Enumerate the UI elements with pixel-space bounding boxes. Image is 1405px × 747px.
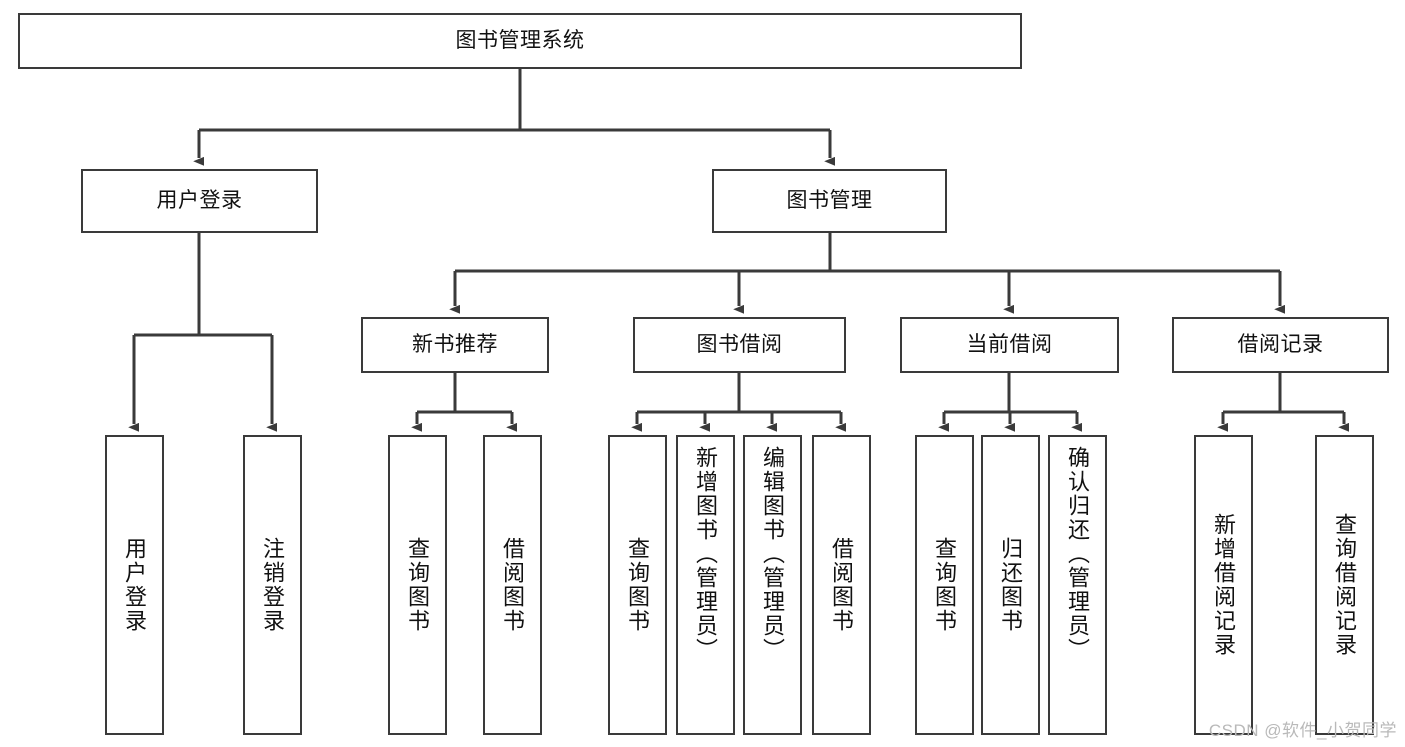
node-current-borrow[interactable]: 当前借阅 xyxy=(900,317,1119,373)
node-label: 查询图书 xyxy=(932,537,958,633)
node-label: 图书管理 xyxy=(786,189,873,213)
node-label: 确认归还（管理员） xyxy=(1065,446,1091,662)
leaf-add-borrow-record[interactable]: 新增借阅记录 xyxy=(1194,435,1253,735)
leaf-borrow-books[interactable]: 借阅图书 xyxy=(812,435,871,735)
node-label: 注销登录 xyxy=(260,537,286,633)
node-user-login[interactable]: 用户登录 xyxy=(81,169,318,233)
node-label: 编辑图书（管理员） xyxy=(760,446,786,662)
node-label: 借阅图书 xyxy=(500,537,526,633)
node-label: 用户登录 xyxy=(122,537,148,633)
leaf-query-books-borrow[interactable]: 查询图书 xyxy=(608,435,667,735)
leaf-query-books-recommend[interactable]: 查询图书 xyxy=(388,435,447,735)
csdn-watermark: CSDN @软件_小贺同学 xyxy=(1208,721,1397,740)
node-new-book-recommend[interactable]: 新书推荐 xyxy=(361,317,549,373)
node-label: 当前借阅 xyxy=(966,333,1053,357)
node-borrow-records[interactable]: 借阅记录 xyxy=(1172,317,1389,373)
node-label: 新增借阅记录 xyxy=(1211,513,1237,657)
node-label: 借阅图书 xyxy=(829,537,855,633)
node-label: 新书推荐 xyxy=(412,333,498,357)
leaf-query-borrow-record[interactable]: 查询借阅记录 xyxy=(1315,435,1374,735)
node-root-system[interactable]: 图书管理系统 xyxy=(18,13,1022,69)
node-label: 归还图书 xyxy=(998,537,1024,633)
node-label: 图书借阅 xyxy=(696,333,783,357)
leaf-add-book-admin[interactable]: 新增图书（管理员） xyxy=(676,435,735,735)
leaf-return-books[interactable]: 归还图书 xyxy=(981,435,1040,735)
leaf-logout[interactable]: 注销登录 xyxy=(243,435,302,735)
node-book-borrow[interactable]: 图书借阅 xyxy=(633,317,846,373)
node-label: 查询图书 xyxy=(405,537,431,633)
node-label: 用户登录 xyxy=(156,189,243,213)
node-label: 查询图书 xyxy=(625,537,651,633)
node-book-management[interactable]: 图书管理 xyxy=(712,169,947,233)
leaf-confirm-return-admin[interactable]: 确认归还（管理员） xyxy=(1048,435,1107,735)
leaf-user-login[interactable]: 用户登录 xyxy=(105,435,164,735)
leaf-edit-book-admin[interactable]: 编辑图书（管理员） xyxy=(743,435,802,735)
node-label: 借阅记录 xyxy=(1237,333,1324,357)
node-label: 新增图书（管理员） xyxy=(693,446,719,662)
node-label: 图书管理系统 xyxy=(455,29,585,53)
leaf-borrow-books-recommend[interactable]: 借阅图书 xyxy=(483,435,542,735)
node-label: 查询借阅记录 xyxy=(1332,513,1358,657)
leaf-query-books-current[interactable]: 查询图书 xyxy=(915,435,974,735)
